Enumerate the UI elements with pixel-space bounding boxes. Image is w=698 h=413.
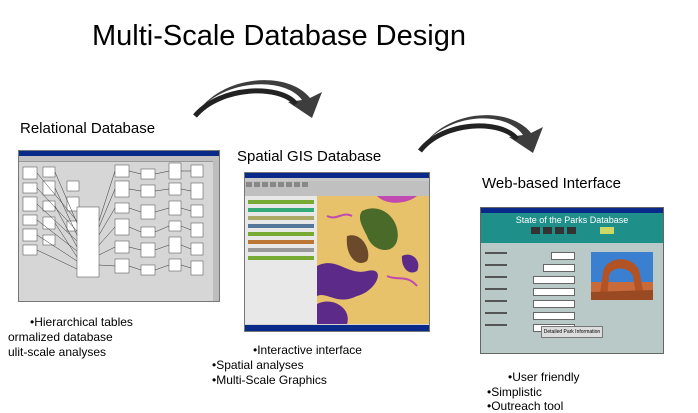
nav-prev-icon — [542, 227, 552, 234]
web-interface-heading: Web-based Interface — [482, 175, 621, 192]
relational-bullet: ulit-scale analyses — [8, 345, 107, 359]
relational-schema-screenshot — [18, 150, 220, 302]
web-bullet: •User friendly — [508, 370, 580, 384]
relational-bullet: •Hierarchical tables — [30, 315, 133, 329]
record-field — [599, 227, 614, 234]
gis-map — [317, 196, 429, 324]
spatial-gis-heading: Spatial GIS Database — [237, 148, 382, 165]
detailed-park-info-button[interactable]: Detailed Park Information — [541, 326, 603, 338]
park-fields — [485, 252, 575, 336]
web-screen-title: State of the Parks Database — [515, 215, 629, 225]
gis-bullet: •Interactive interface — [253, 343, 362, 357]
curved-arrow-icon — [418, 115, 543, 153]
window-titlebar — [481, 208, 663, 213]
gis-layer-legend — [245, 196, 318, 324]
gis-bullet: •Multi-Scale Graphics — [212, 373, 327, 387]
taskbar — [245, 325, 429, 331]
nav-last-icon — [566, 227, 576, 234]
web-bullet: •Outreach tool — [487, 399, 564, 413]
web-bullet: •Simplistic — [487, 385, 542, 399]
nav-first-icon — [530, 227, 540, 234]
schema-diagram — [22, 162, 204, 278]
nav-next-icon — [554, 227, 564, 234]
gis-bullet: •Spatial analyses — [212, 358, 304, 372]
gis-screenshot — [244, 172, 430, 332]
web-header: State of the Parks Database — [481, 213, 663, 243]
relational-database-heading: Relational Database — [20, 120, 156, 137]
relational-bullet: ormalized database — [8, 330, 113, 344]
slide-title: Multi-Scale Database Design — [92, 20, 466, 52]
park-photo — [591, 252, 653, 300]
window-titlebar — [19, 151, 219, 156]
web-interface-screenshot: State of the Parks Database Detailed Par… — [480, 207, 664, 354]
curved-arrow-icon — [193, 80, 322, 118]
window-titlebar — [245, 173, 429, 178]
